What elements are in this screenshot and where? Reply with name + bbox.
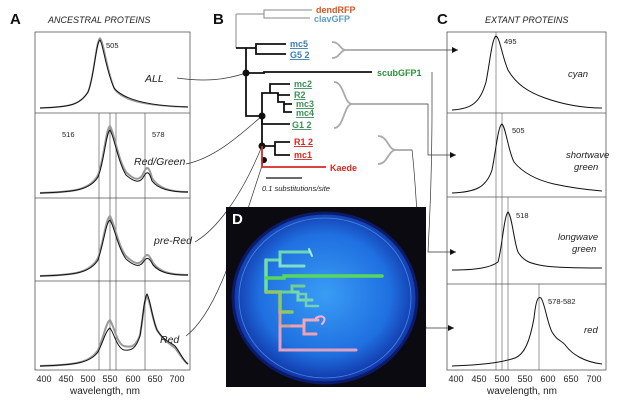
label-longwave-green: green: [572, 244, 596, 255]
tick-c-400: 400: [448, 374, 463, 384]
leaf-kaede: Kaede: [330, 163, 357, 173]
label-red: Red: [160, 334, 180, 346]
tick-a-450: 450: [58, 374, 73, 384]
label-all: ALL: [144, 73, 164, 85]
label-longwave: longwave: [558, 232, 598, 243]
spectrum-shortwave-green: [451, 123, 603, 194]
tick-c-700: 700: [586, 374, 601, 384]
panel-a-title: ANCESTRAL PROTEINS: [47, 15, 150, 25]
ancestral-spectra: 505 516 578: [34, 31, 191, 371]
label-extant-red: red: [584, 325, 598, 336]
tick-c-650: 650: [563, 374, 578, 384]
spectrum-extant-red: [451, 297, 603, 367]
leaf-mc2: mc2: [294, 79, 312, 89]
label-pre-red: pre-Red: [153, 235, 193, 247]
spectrum-cyan: [451, 35, 603, 111]
panel-letter-d: D: [232, 211, 243, 228]
tick-a-550: 550: [102, 374, 117, 384]
scale-label: 0.1 substitutions/site: [262, 184, 330, 193]
panel-a-frame: [34, 31, 191, 371]
panel-c-frame: [446, 31, 607, 371]
tick-a-500: 500: [80, 374, 95, 384]
label-shortwave-green: green: [574, 162, 598, 173]
tick-a-400: 400: [36, 374, 51, 384]
petri-dish: [231, 211, 419, 385]
brace-cyan: [331, 41, 347, 59]
peak-label-505: 505: [512, 126, 525, 135]
label-cyan: cyan: [568, 69, 588, 80]
leaf-r1-2: R1 2: [294, 137, 313, 147]
brace-green: [333, 81, 353, 129]
leaf-mc4: mc4: [296, 108, 314, 118]
leaf-g1-2: G1 2: [292, 120, 312, 130]
tick-c-450: 450: [471, 374, 486, 384]
tick-c-500: 500: [494, 374, 509, 384]
phylogenetic-tree: dendRFP clavGFP mc5 G5 2 scubGFP1 mc2 R2…: [235, 5, 422, 193]
peak-label-495: 495: [504, 37, 517, 46]
xlabel-c: wavelength, nm: [486, 386, 557, 397]
leaf-g5-2: G5 2: [290, 50, 310, 60]
brace-red: [377, 135, 397, 165]
panel-letter-c: C: [437, 11, 448, 28]
spectrum-longwave-green: [451, 211, 603, 271]
spectrum-red-green: [39, 124, 189, 194]
panel-letter-b: B: [213, 11, 224, 28]
tick-a-700: 700: [169, 374, 184, 384]
leaf-scubgfp1: scubGFP1: [377, 68, 422, 78]
leaf-mc1: mc1: [294, 150, 312, 160]
leaf-clavgfp: clavGFP: [314, 14, 350, 24]
peak-label-518: 518: [516, 211, 529, 220]
panel-a-xaxis: 400 450 500 550 600 650 700 wavelength, …: [36, 374, 184, 397]
peak-label-578: 578: [152, 130, 165, 139]
leaf-mc3: mc3: [296, 99, 314, 109]
peak-label-all: 505: [106, 41, 119, 50]
label-shortwave: shortwave: [566, 150, 609, 161]
leaf-mc5: mc5: [290, 39, 308, 49]
tick-c-600: 600: [540, 374, 555, 384]
panel-c-xaxis: 400 450 500 550 600 650 700 wavelength, …: [448, 374, 601, 397]
extant-spectra: [446, 31, 607, 371]
spectrum-pre-red: [39, 214, 189, 277]
tick-a-650: 650: [147, 374, 162, 384]
peak-label-516: 516: [62, 130, 75, 139]
leaf-dendrfp: dendRFP: [316, 5, 356, 15]
xlabel-a: wavelength, nm: [69, 386, 140, 397]
tick-c-550: 550: [517, 374, 532, 384]
plate-photo: D: [226, 207, 426, 387]
tick-a-600: 600: [125, 374, 140, 384]
spectrum-red: [39, 293, 189, 367]
spectrum-all: [39, 37, 189, 109]
peak-label-578-582: 578-582: [548, 297, 576, 306]
panel-letter-a: A: [10, 11, 21, 28]
leaf-r2: R2: [294, 90, 306, 100]
glowing-tree: [264, 248, 384, 352]
label-red-green: Red/Green: [134, 156, 186, 168]
panel-c-title: EXTANT PROTEINS: [485, 15, 568, 25]
